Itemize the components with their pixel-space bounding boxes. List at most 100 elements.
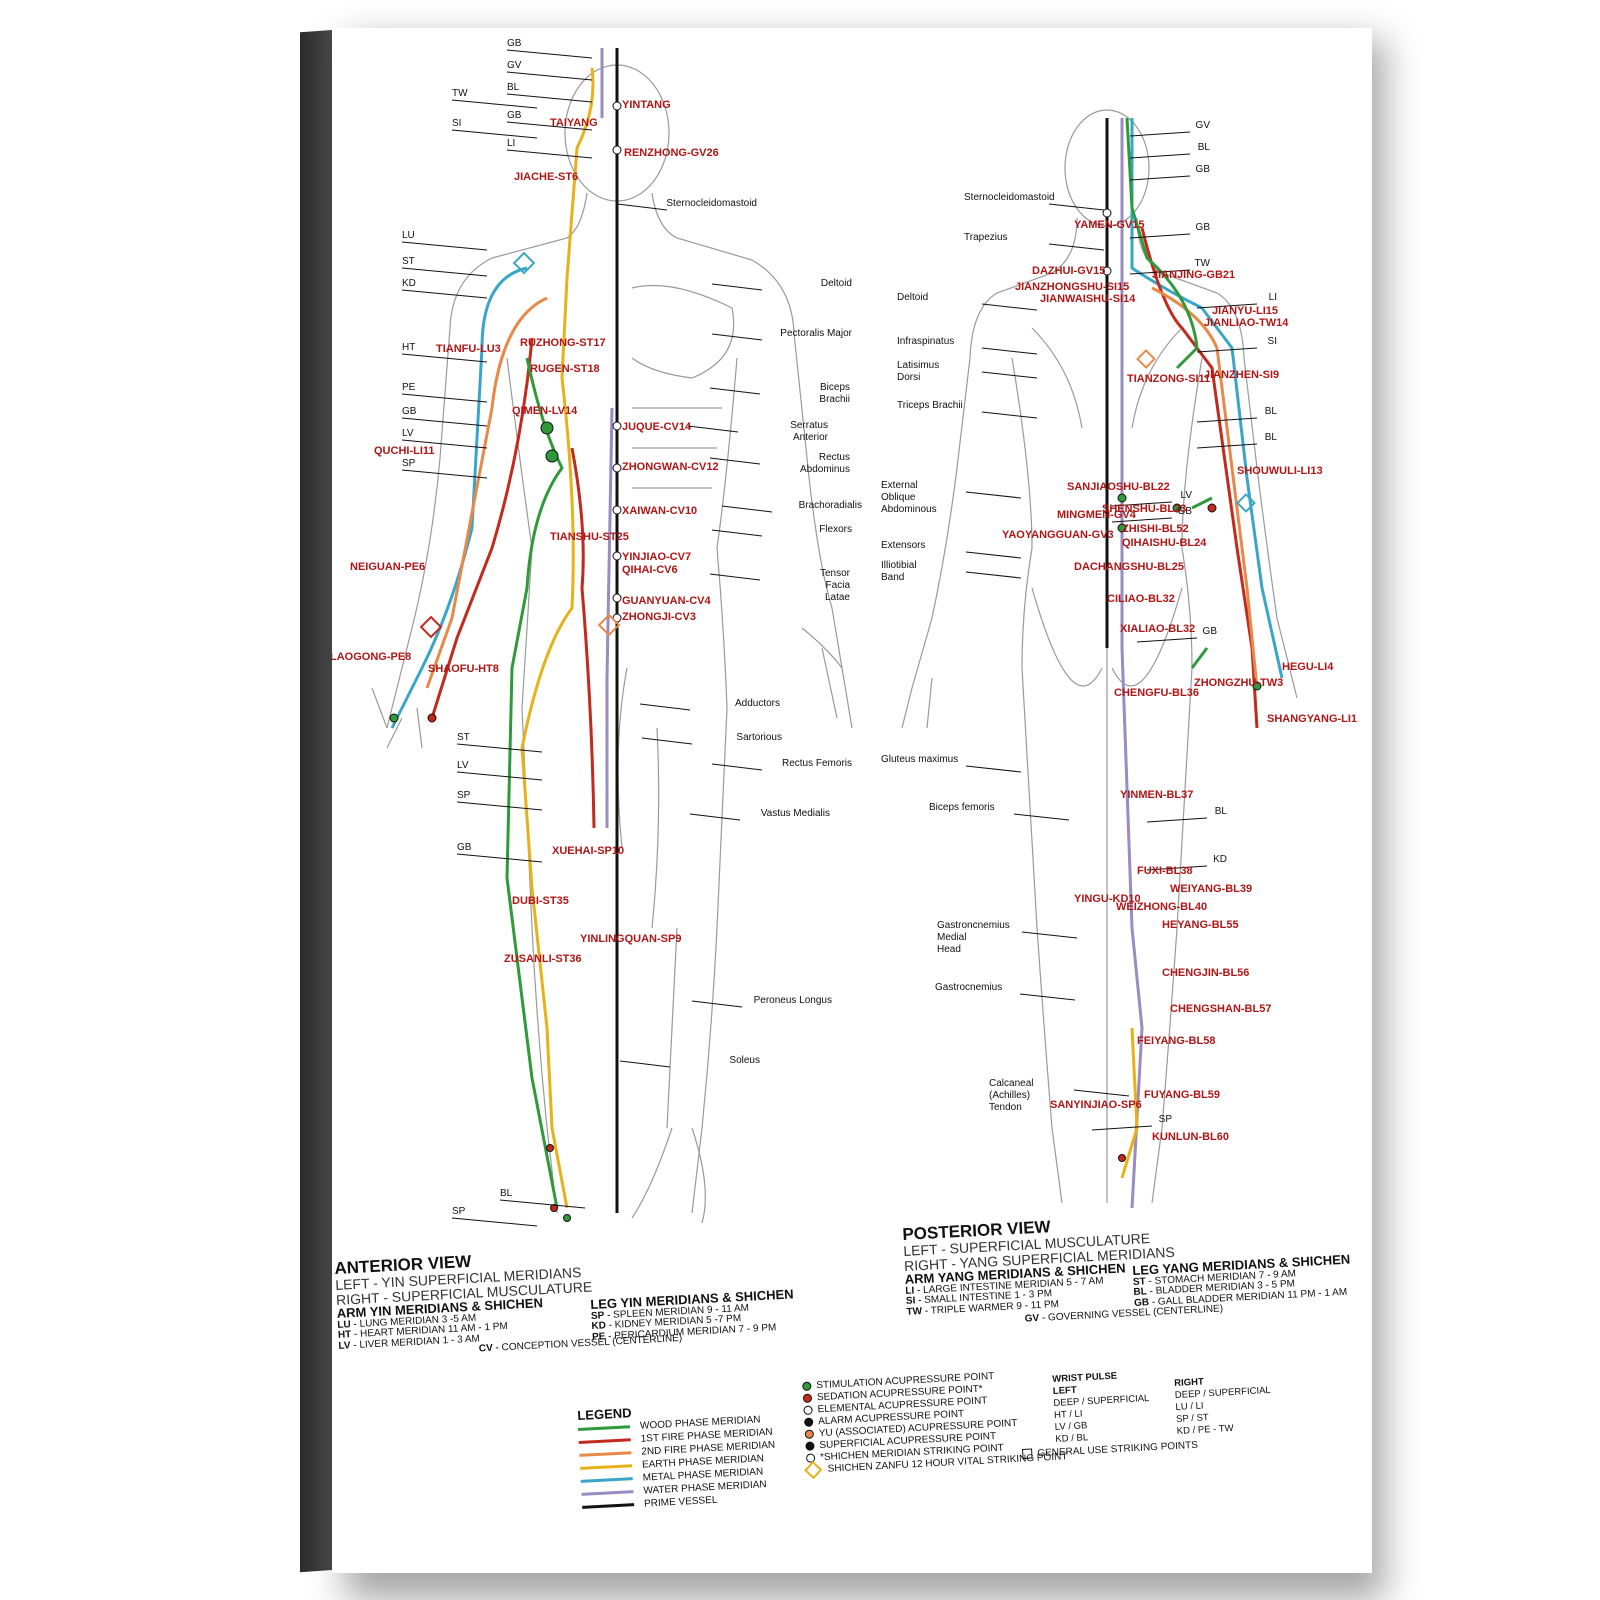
meridian-label: GB	[1178, 506, 1193, 517]
meridian-diagram: GBGVTWBLSIGBLILUSTKDHTPEGBLVSPSTLVSPGBBL…	[332, 38, 1357, 1227]
muscle-label: Tensor	[820, 568, 851, 579]
cv-code: CV	[478, 1343, 494, 1355]
pointer-line	[711, 333, 763, 341]
meridian-label: BL	[1198, 142, 1211, 153]
meridian-label: LI	[507, 138, 515, 149]
point-dot-icon	[802, 1393, 813, 1403]
pointer-line	[1146, 865, 1208, 871]
meridian-label: LV	[457, 760, 469, 771]
acupoint-label: RUZHONG-ST17	[520, 337, 606, 349]
acupoint-label: DACHANGSHU-BL25	[1074, 561, 1184, 573]
muscle-label: Adductors	[735, 698, 780, 709]
muscle-label: Serratus	[790, 420, 828, 431]
muscle-label: External	[881, 480, 918, 491]
pointer-line	[965, 491, 1022, 499]
meridian-label: HT	[402, 342, 415, 353]
legend-swatch	[580, 1464, 633, 1470]
meridian-label: LU	[402, 230, 415, 241]
meridian-label: SP	[402, 458, 416, 469]
pointer-line	[451, 129, 538, 139]
pointer-line	[711, 283, 763, 291]
legend-swatch	[578, 1438, 631, 1444]
muscle-label: Sartorious	[736, 732, 782, 743]
meridian-label: BL	[507, 82, 520, 93]
meridian-label: SP	[1159, 1114, 1173, 1125]
arm-code: TW	[906, 1305, 923, 1318]
acupoint-label: DUBI-ST35	[512, 895, 569, 907]
acupoint-label: TIANZONG-SI11	[1127, 373, 1210, 385]
acupoint-label: ZHISHI-BL52	[1122, 523, 1189, 535]
acupoint-label: HEGU-LI4	[1282, 661, 1334, 673]
pointer-line	[689, 813, 741, 821]
muscle-label: Extensors	[881, 540, 925, 551]
pointer-line	[981, 347, 1038, 355]
meridian-label: GV	[507, 60, 522, 71]
acupoint-label: ZUSANLI-ST36	[504, 953, 582, 965]
meridian-label: GB	[1196, 164, 1211, 175]
muscle-label: Rectus	[819, 452, 850, 463]
acupoint-label: JIANLIAO-TW14	[1204, 317, 1289, 329]
acupoint-label: RUGEN-ST18	[530, 363, 600, 375]
muscle-label: Illiotibial	[881, 560, 917, 571]
pointer-line	[981, 411, 1038, 419]
pointer-line	[1129, 153, 1191, 159]
pointer-line	[619, 1060, 671, 1068]
meridian-label: TW	[1194, 258, 1210, 269]
muscle-label: Gastrocnemius	[935, 982, 1002, 993]
muscle-label: Biceps	[820, 382, 850, 393]
wrist-pulse: WRIST PULSE LEFT DEEP / SUPERFICIAL HT /…	[1052, 1369, 1152, 1446]
pointer-line	[721, 505, 773, 513]
muscle-label: Brachii	[819, 394, 850, 405]
anterior-fire1-meridian	[430, 337, 534, 719]
leg-code: PE	[591, 1330, 606, 1343]
acupoint-label: SHANGYANG-LI1	[1267, 713, 1357, 725]
acupoint-label: SANYINJIAO-SP6	[1050, 1099, 1142, 1111]
gv-code: GV	[1024, 1313, 1040, 1325]
acupoint-label: NEIGUAN-PE6	[350, 561, 425, 573]
meridian-label: SP	[457, 790, 471, 801]
muscle-label: Flexors	[819, 524, 852, 535]
acupoint-label: GUANYUAN-CV4	[622, 595, 712, 607]
acupoint-label: LAOGONG-PE8	[332, 651, 411, 663]
muscle-label: Deltoid	[821, 278, 852, 289]
meridian-label: GB	[402, 406, 417, 417]
muscle-label: Tendon	[989, 1102, 1022, 1113]
meridian-label: SI	[452, 118, 461, 129]
anterior-meridian-labels: GBGVTWBLSIGBLILUSTKDHTPEGBLVSPSTLVSPGBBL…	[401, 38, 593, 1227]
pointer-line	[401, 289, 488, 299]
anterior-earth-meridian	[520, 67, 595, 1209]
legend-swatch	[582, 1503, 635, 1509]
acupoint-label: XUEHAI-SP10	[552, 845, 624, 857]
pointer-line	[456, 743, 543, 753]
pointer-line	[1021, 931, 1078, 939]
acupoint-label: ZHONGWAN-CV12	[622, 461, 719, 473]
anterior-fire2-meridian	[425, 296, 548, 689]
meridian-label: ST	[402, 256, 415, 267]
muscle-label: Sternocleidomastoid	[964, 192, 1055, 203]
pointer-line	[451, 1217, 538, 1227]
pointer-line	[1111, 501, 1173, 507]
anterior-kidney-meridian	[570, 447, 596, 829]
pointer-line	[506, 49, 593, 59]
pointer-line	[1111, 517, 1173, 523]
muscle-label: Abdominus	[800, 464, 850, 475]
square-icon	[1022, 1448, 1033, 1459]
acupoint-label: JIANJING-GB21	[1152, 269, 1235, 281]
acupoint-label: JIANYU-LI15	[1212, 305, 1278, 317]
anterior-wood-meridian	[505, 357, 564, 1209]
meridian-label: GV	[1196, 120, 1211, 131]
acupoint-label: TAIYANG	[550, 117, 598, 129]
pointer-line	[1196, 303, 1258, 309]
acupoint-label: JIANWAISHU-SI14	[1040, 293, 1136, 305]
muscle-label: Infraspinatus	[897, 336, 954, 347]
meridian-label: GB	[1203, 626, 1218, 637]
pointer-line	[456, 801, 543, 811]
muscle-label: Triceps Brachii	[897, 400, 963, 411]
point-dot-icon	[802, 1381, 812, 1391]
pointer-line	[401, 417, 488, 427]
pointer-line	[401, 241, 488, 251]
muscle-label: Abdominous	[881, 504, 937, 515]
